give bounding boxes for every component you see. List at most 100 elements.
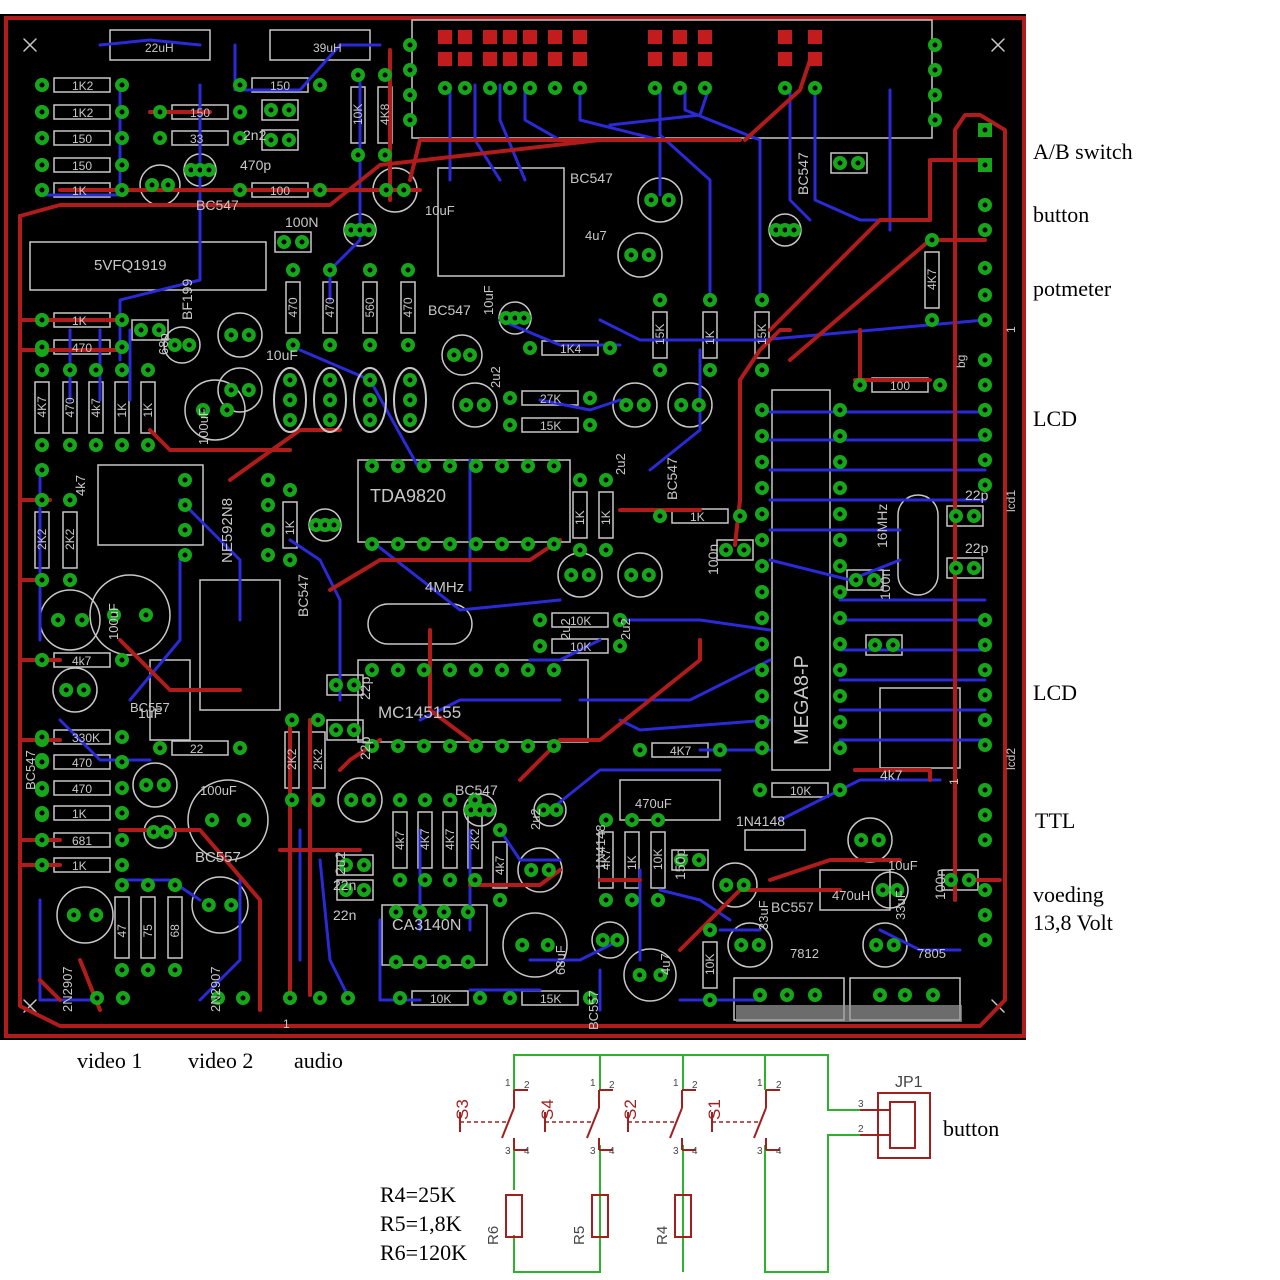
resistor-label-r_4k7_c: 4K7 <box>670 744 692 758</box>
smd-pad <box>438 52 452 66</box>
resistor-label-r_470_e: 470 <box>72 341 92 355</box>
smd-pad <box>483 30 497 44</box>
bottom-trace <box>778 778 942 822</box>
drill-hole <box>246 332 252 338</box>
lcd2-silk-label: lcd2 <box>1004 748 1018 770</box>
drill-hole <box>477 995 483 1001</box>
top-trace <box>733 378 742 547</box>
drill-hole <box>512 315 518 321</box>
capacitor-label-c_22p_b: 22p <box>357 736 373 760</box>
drill-hole <box>871 577 877 583</box>
drill-hole <box>890 642 896 648</box>
drill-hole <box>759 407 765 413</box>
drill-hole <box>473 463 479 469</box>
bottom-trace <box>578 83 662 197</box>
jumper-pin-label: 2 <box>858 1124 864 1135</box>
transistor-label-bc557_b: BC557 <box>771 899 814 915</box>
drill-hole <box>93 367 99 373</box>
smd-pad <box>673 30 687 44</box>
video1-label: video 1 <box>77 1048 143 1073</box>
drill-hole <box>525 463 531 469</box>
backlight-label: bg <box>954 355 968 368</box>
drill-hole <box>145 367 151 373</box>
drill-hole <box>186 342 192 348</box>
drill-hole <box>317 82 323 88</box>
drill-hole <box>759 537 765 543</box>
drill-hole <box>224 407 230 413</box>
lcd1-silk-label: lcd1 <box>1004 490 1018 512</box>
drill-hole <box>290 267 296 273</box>
power-voltage-label: 13,8 Volt <box>1033 910 1113 935</box>
drill-hole <box>837 667 843 673</box>
drill-hole <box>527 345 533 351</box>
drill-hole <box>157 135 163 141</box>
drill-hole <box>603 897 609 903</box>
capacitor-reg_7812 <box>727 922 773 968</box>
capacitor-label-c_68uF: 68uF <box>553 945 568 975</box>
capacitor-label-c_22n_b: 22n <box>333 907 356 923</box>
drill-hole <box>447 743 453 749</box>
drill-hole <box>641 402 647 408</box>
resistor-r_560 <box>362 281 378 334</box>
drill-hole <box>138 327 144 333</box>
drill-hole <box>206 167 212 173</box>
drill-hole <box>637 972 643 978</box>
drill-hole <box>759 511 765 517</box>
resistor-r_68 <box>167 896 183 959</box>
drill-hole <box>773 227 779 233</box>
drill-hole <box>327 417 333 423</box>
drill-hole <box>486 807 492 813</box>
lcd-bottom-label: LCD <box>1033 680 1077 705</box>
resistor-label-r_2k2_a: 2K2 <box>468 828 482 850</box>
drill-hole <box>759 459 765 465</box>
capacitor-label-c_150p: 150p <box>672 849 688 880</box>
drill-hole <box>246 387 252 393</box>
drill-hole <box>614 937 620 943</box>
drill-hole <box>209 817 215 823</box>
relay-outline <box>437 167 565 277</box>
drill-hole <box>971 513 977 519</box>
resistor-label-r_10k_d: 10K <box>703 954 717 975</box>
resistor-label-r_4k7_a: 4K7 <box>925 268 939 290</box>
drill-hole <box>39 837 45 843</box>
bottom-trace <box>498 83 527 182</box>
drill-hole <box>657 513 663 519</box>
resistor-label-R4: R4 <box>654 1226 671 1245</box>
smd-pad <box>778 30 792 44</box>
drill-hole <box>67 367 73 373</box>
drill-hole <box>395 463 401 469</box>
drill-hole <box>521 315 527 321</box>
drill-hole <box>937 382 943 388</box>
drill-hole <box>982 407 988 413</box>
drill-hole <box>367 342 373 348</box>
r5-value: R5=1,8K <box>380 1211 462 1236</box>
drill-hole <box>405 267 411 273</box>
drill-hole <box>982 357 988 363</box>
capacitor-label-c_2u2_a: 2u2 <box>528 808 543 830</box>
big-cap-outline <box>393 367 427 433</box>
drill-hole <box>982 937 988 943</box>
drill-hole <box>723 882 729 888</box>
switch-pin-label: 4 <box>524 1146 530 1157</box>
drill-hole <box>265 552 271 558</box>
bottom-trace <box>528 938 622 962</box>
bottom-trace <box>233 43 382 92</box>
top-trace <box>408 138 742 182</box>
resistor-r_1k_d <box>624 831 640 889</box>
smd-pad <box>698 52 712 66</box>
drill-hole <box>39 162 45 168</box>
drill-hole <box>119 367 125 373</box>
capacitor-label-c_4u7_a: 4u7 <box>585 228 607 243</box>
transistor-label-bc547_3: BC547 <box>795 152 811 195</box>
resistor-r_4k7_c <box>442 811 458 869</box>
drill-hole <box>287 417 293 423</box>
drill-hole <box>507 395 513 401</box>
drill-hole <box>629 817 635 823</box>
resistor-label-r_100_b: 100 <box>890 379 910 393</box>
switch-pin-label: 3 <box>757 1146 763 1157</box>
switch-pin-label: 2 <box>609 1080 615 1091</box>
resistor-label-r_470_a: 470 <box>286 297 300 317</box>
bottom-trace <box>618 718 772 732</box>
capacitor-label-c_10uF_c: 10uF <box>266 347 298 363</box>
pin1-label-ttl: 1 <box>947 778 961 785</box>
